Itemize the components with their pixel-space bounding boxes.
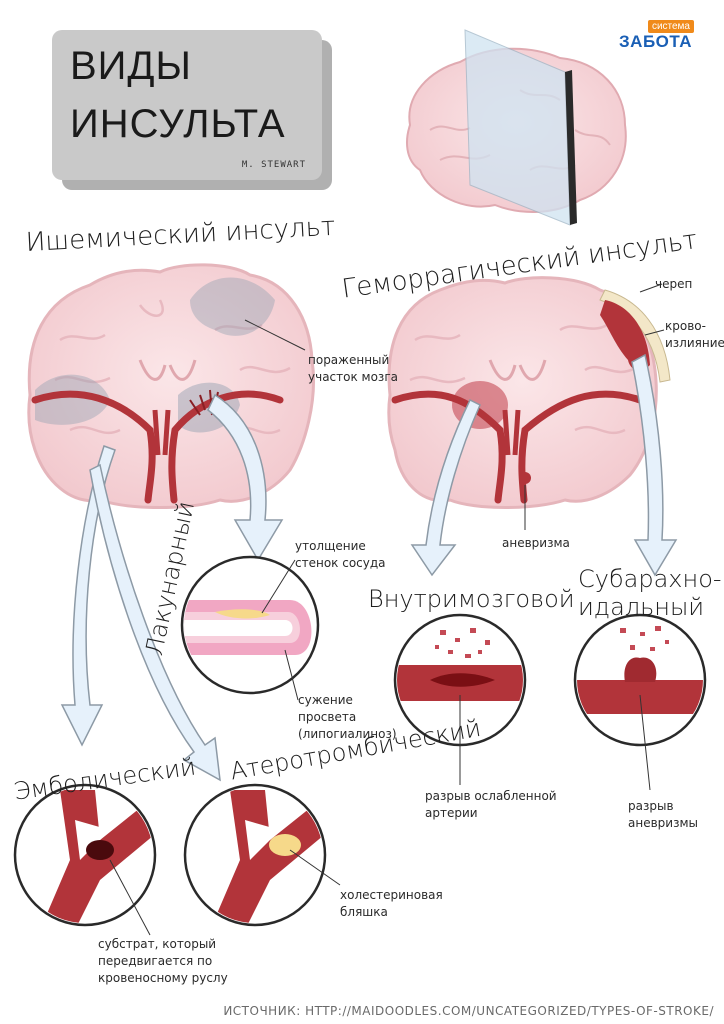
label-hemorrhage: крово-излияние bbox=[665, 319, 724, 350]
ischemic-brain-icon bbox=[27, 263, 315, 509]
brand-name: ЗАБОТА bbox=[619, 32, 692, 51]
lacunar-vessel-icon bbox=[180, 555, 320, 701]
label-aneurysm-rupture: разрыв аневризмы bbox=[628, 799, 698, 830]
type-subarachnoid: Субарахно-идальный bbox=[578, 565, 722, 621]
intracerebral-vessel-icon bbox=[393, 613, 527, 785]
brand-logo: система ЗАБОТА bbox=[614, 20, 694, 56]
brain-section-icon bbox=[406, 29, 627, 226]
author-signature: M. STEWART bbox=[241, 160, 306, 170]
label-skull: череп bbox=[655, 277, 693, 291]
label-aneurysm: аневризма bbox=[502, 536, 570, 550]
arrow-to-atherothrombotic bbox=[89, 463, 221, 782]
arrow-to-intracerebral bbox=[410, 398, 481, 577]
label-cholesterol-plaque: холестериновая бляшка bbox=[340, 888, 443, 919]
subarachnoid-vessel-icon bbox=[573, 613, 707, 791]
brand-tag: система bbox=[647, 20, 694, 33]
title-card: ВИДЫ ИНСУЛЬТА M. STEWART bbox=[52, 30, 322, 180]
hemorrhagic-brain-icon bbox=[387, 276, 671, 530]
embolic-vessel-icon bbox=[13, 783, 157, 936]
label-affected-area: пораженный участок мозга bbox=[308, 353, 398, 384]
source-credit: ИСТОЧНИК: HTTP://MAIDOODLES.COM/UNCATEGO… bbox=[223, 1004, 714, 1018]
label-vessel-wall-thickening: утолщение стенок сосуда bbox=[295, 539, 386, 570]
label-weakened-artery-rupture: разрыв ослабленной артерии bbox=[425, 789, 557, 820]
page-title-line-1: ВИДЫ bbox=[70, 44, 192, 88]
arrow-to-subarachnoid bbox=[631, 353, 678, 577]
label-lumen-narrowing: сужение просвета (липогиалиноз) bbox=[298, 693, 397, 741]
type-intracerebral: Внутримозговой bbox=[368, 585, 575, 613]
arrow-to-embolic bbox=[60, 445, 116, 747]
page-title-line-2: ИНСУЛЬТА bbox=[70, 102, 286, 146]
label-substrate: субстрат, который передвигается по крове… bbox=[98, 937, 228, 985]
arrows bbox=[60, 353, 678, 782]
atherothrombotic-vessel-icon bbox=[183, 783, 341, 927]
